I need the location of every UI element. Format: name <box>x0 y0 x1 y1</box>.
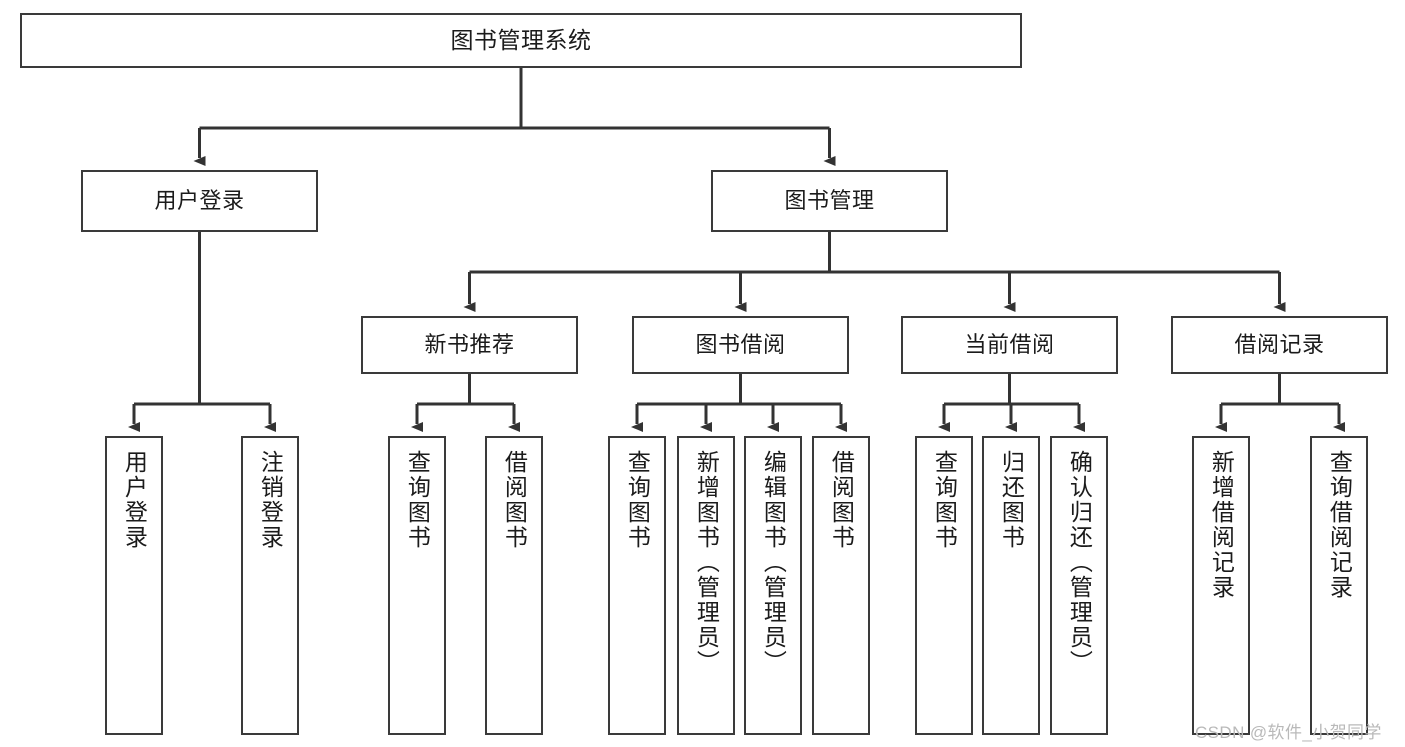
node-label: 查询图书 <box>931 450 958 550</box>
node-label: 用户登录 <box>154 188 245 214</box>
node-label: 借阅图书 <box>501 450 528 550</box>
edge-group <box>128 68 1345 432</box>
node-leaf-borrow-book-1[interactable]: 借阅图书 <box>485 436 543 735</box>
node-label: 图书管理 <box>784 188 875 214</box>
node-label: 新书推荐 <box>424 332 515 358</box>
node-label: 查询图书 <box>404 450 431 550</box>
node-leaf-query-book-1[interactable]: 查询图书 <box>388 436 446 735</box>
node-label: 归还图书 <box>998 450 1025 550</box>
node-leaf-add-book[interactable]: 新增图书（管理员） <box>677 436 735 735</box>
node-leaf-return-book[interactable]: 归还图书 <box>982 436 1040 735</box>
node-borrow-record[interactable]: 借阅记录 <box>1171 316 1388 374</box>
node-label: 图书借阅 <box>695 332 786 358</box>
node-user-login[interactable]: 用户登录 <box>81 170 318 232</box>
node-label: 查询借阅记录 <box>1326 450 1353 600</box>
node-new-book-rec[interactable]: 新书推荐 <box>361 316 578 374</box>
node-book-borrow[interactable]: 图书借阅 <box>632 316 849 374</box>
node-leaf-query-record[interactable]: 查询借阅记录 <box>1310 436 1368 735</box>
node-label: 新增借阅记录 <box>1208 450 1235 600</box>
node-label: 查询图书 <box>624 450 651 550</box>
node-leaf-edit-book[interactable]: 编辑图书（管理员） <box>744 436 802 735</box>
node-label: 用户登录 <box>121 450 148 550</box>
node-root[interactable]: 图书管理系统 <box>20 13 1022 68</box>
node-leaf-query-book-3[interactable]: 查询图书 <box>915 436 973 735</box>
node-label: 借阅图书 <box>828 450 855 550</box>
node-label: 确认归还（管理员） <box>1066 450 1093 675</box>
node-label: 新增图书（管理员） <box>693 450 720 675</box>
node-leaf-confirm-return[interactable]: 确认归还（管理员） <box>1050 436 1108 735</box>
node-current-borrow[interactable]: 当前借阅 <box>901 316 1118 374</box>
node-label: 编辑图书（管理员） <box>760 450 787 675</box>
node-book-manage[interactable]: 图书管理 <box>711 170 948 232</box>
node-leaf-user-login[interactable]: 用户登录 <box>105 436 163 735</box>
node-leaf-borrow-book-2[interactable]: 借阅图书 <box>812 436 870 735</box>
node-leaf-query-book-2[interactable]: 查询图书 <box>608 436 666 735</box>
node-label: 当前借阅 <box>964 332 1055 358</box>
node-label: 图书管理系统 <box>450 26 592 53</box>
node-leaf-add-record[interactable]: 新增借阅记录 <box>1192 436 1250 735</box>
node-label: 借阅记录 <box>1234 332 1325 358</box>
node-leaf-logout[interactable]: 注销登录 <box>241 436 299 735</box>
node-label: 注销登录 <box>257 450 284 550</box>
